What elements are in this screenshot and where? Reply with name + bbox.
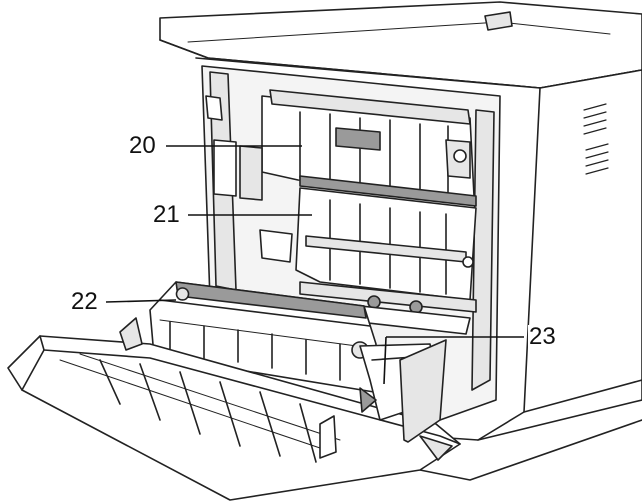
leader-lines xyxy=(105,145,524,385)
leader-22 xyxy=(105,299,177,303)
callout-label-20: 20 xyxy=(128,132,157,159)
callout-label-23: 23 xyxy=(528,323,557,350)
callout-label-22: 22 xyxy=(70,288,99,315)
side-vents xyxy=(583,103,609,175)
rear-cover xyxy=(7,317,461,501)
fuser-unit xyxy=(213,89,475,201)
leader-23b xyxy=(383,336,387,385)
callout-label-21: 21 xyxy=(152,201,181,228)
transfer-guide xyxy=(259,175,477,301)
